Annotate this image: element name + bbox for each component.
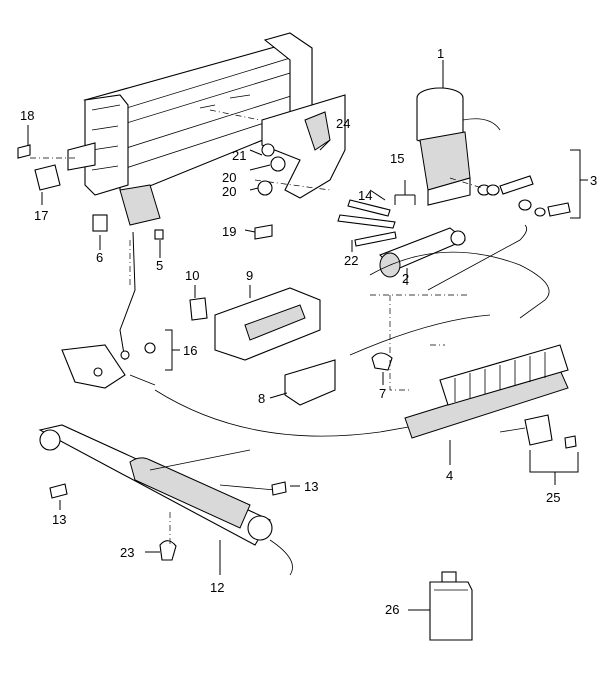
rod-16 (119, 231, 156, 361)
small-parts (17, 142, 286, 321)
frame-assembly (82, 32, 313, 226)
callout-9: 9 (246, 268, 253, 283)
callout-12: 12 (210, 580, 224, 595)
callout-labels: 1 2 3 4 5 6 7 8 9 10 12 13 13 14 15 16 1… (20, 46, 597, 617)
callout-16: 16 (183, 343, 197, 358)
callout-13-right: 13 (304, 479, 318, 494)
callout-2: 2 (402, 271, 409, 286)
callout-19: 19 (222, 224, 236, 239)
callout-6: 6 (96, 250, 103, 265)
callout-25: 25 (546, 490, 560, 505)
relay-bracket-25 (499, 414, 577, 449)
cable-4 (129, 251, 550, 437)
callout-13-left: 13 (52, 512, 66, 527)
clip-7 (371, 352, 393, 371)
bracket-24 (261, 94, 346, 199)
screws-14-15-22 (337, 199, 397, 247)
callout-20-bottom: 20 (222, 184, 236, 199)
callout-24: 24 (336, 116, 350, 131)
hydraulic-cylinder (38, 424, 293, 576)
handle-9 (214, 287, 321, 361)
fittings-13 (49, 481, 287, 499)
callout-8: 8 (258, 391, 265, 406)
callout-18: 18 (20, 108, 34, 123)
leader-lines (27, 60, 588, 611)
latch-bracket (61, 344, 126, 389)
callout-22: 22 (344, 253, 358, 268)
callout-26: 26 (385, 602, 399, 617)
callout-20-top: 20 (222, 170, 236, 185)
callout-4: 4 (446, 468, 453, 483)
pump-motor (416, 87, 501, 206)
callout-10: 10 (185, 268, 199, 283)
callout-15: 15 (390, 151, 404, 166)
control-block (404, 344, 569, 439)
callout-21: 21 (232, 148, 246, 163)
hose-fittings (477, 175, 571, 217)
callout-1: 1 (437, 46, 444, 61)
clip-23 (159, 540, 177, 561)
callout-3: 3 (590, 173, 597, 188)
centerlines (30, 109, 483, 545)
callout-23: 23 (120, 545, 134, 560)
bracket-8 (284, 359, 336, 406)
callout-7: 7 (379, 386, 386, 401)
callout-14: 14 (358, 188, 372, 203)
callout-5: 5 (156, 258, 163, 273)
oil-bottle (429, 571, 473, 641)
callout-17: 17 (34, 208, 48, 223)
